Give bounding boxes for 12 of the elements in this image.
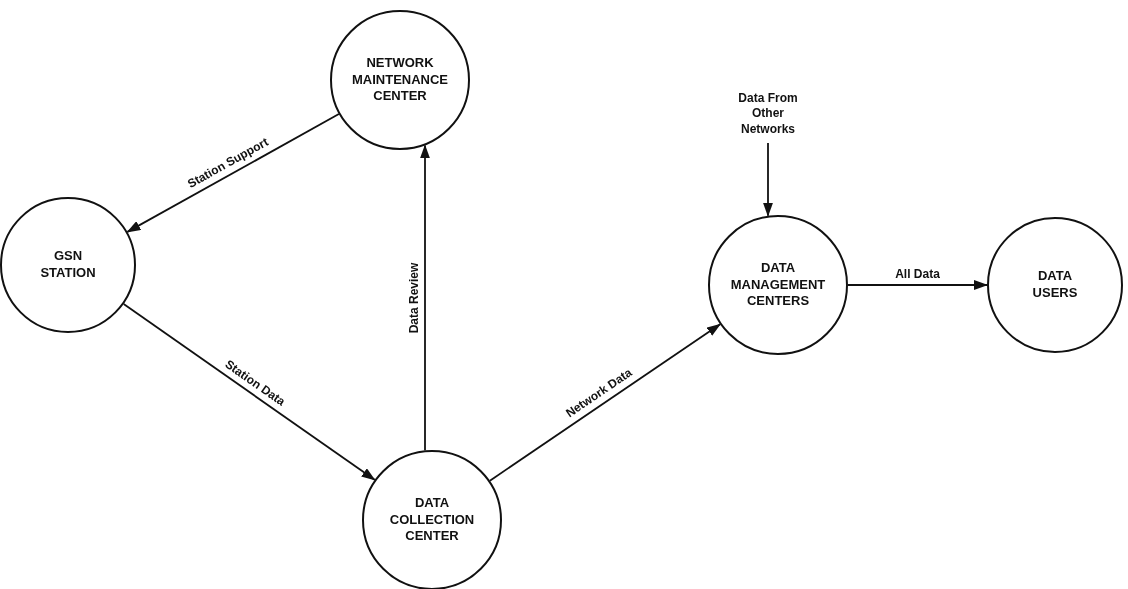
note-text: Data From Other Networks — [737, 90, 799, 138]
node-label: DATA MANAGEMENT CENTERS — [729, 259, 827, 311]
node-label: NETWORK MAINTENANCE CENTER — [350, 54, 450, 106]
arrow — [126, 113, 340, 233]
arrow — [847, 280, 988, 290]
node-label: DATA USERS — [1031, 268, 1079, 302]
arrow — [763, 142, 773, 217]
arrow — [489, 323, 721, 482]
node-label: DATA COLLECTION CENTER — [388, 494, 476, 546]
arrow — [420, 144, 430, 452]
arrow — [122, 303, 376, 481]
node-label: GSN STATION — [39, 248, 97, 282]
